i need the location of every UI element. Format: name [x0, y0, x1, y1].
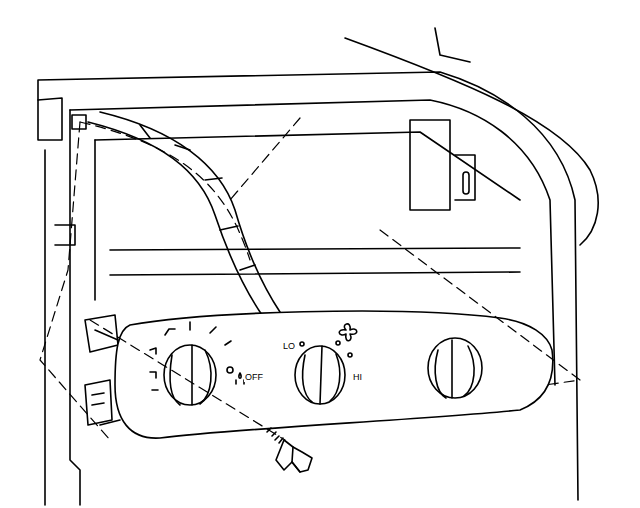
bezel-tab [38, 98, 62, 140]
mode-icon [150, 322, 231, 390]
panel-ledge [94, 140, 96, 300]
screw [267, 428, 312, 472]
knob-label: LO [282, 341, 296, 351]
connector-detail [92, 393, 104, 405]
mode-icon [227, 367, 233, 373]
knob-label: HI [352, 372, 363, 382]
knob-grip [435, 340, 474, 398]
harness-tape [140, 125, 255, 270]
defrost-icon [236, 373, 244, 384]
knob-grip [303, 346, 340, 404]
bezel-clip [55, 225, 75, 245]
panel-edge [95, 330, 120, 425]
bracket-slot [463, 172, 469, 194]
opening-edge [70, 110, 80, 505]
fan-knob [295, 346, 345, 404]
electrical-connector [85, 380, 112, 425]
bezel-clip [72, 115, 86, 129]
dash-edge [345, 38, 598, 245]
panel-ledge [95, 132, 520, 200]
knob-label: OFF [244, 372, 264, 382]
dash-edge [435, 28, 470, 62]
guide-lines [40, 118, 580, 440]
fan-icon [339, 324, 357, 341]
fan-position-dot [300, 342, 304, 346]
fan-position-dot [348, 353, 352, 357]
wiring-harness [88, 122, 262, 315]
panel-ledge [110, 272, 520, 275]
fan-position-dot [336, 341, 340, 345]
bezel-frame [38, 72, 578, 500]
panel-ledge [110, 248, 520, 250]
mode-knob [164, 345, 216, 405]
temperature-knob [428, 338, 482, 398]
bezel-edge [44, 150, 46, 505]
knob-grip [170, 345, 211, 405]
wiring-harness [100, 112, 280, 312]
control-panel [115, 311, 553, 438]
bracket [410, 120, 450, 210]
bracket [455, 155, 475, 200]
